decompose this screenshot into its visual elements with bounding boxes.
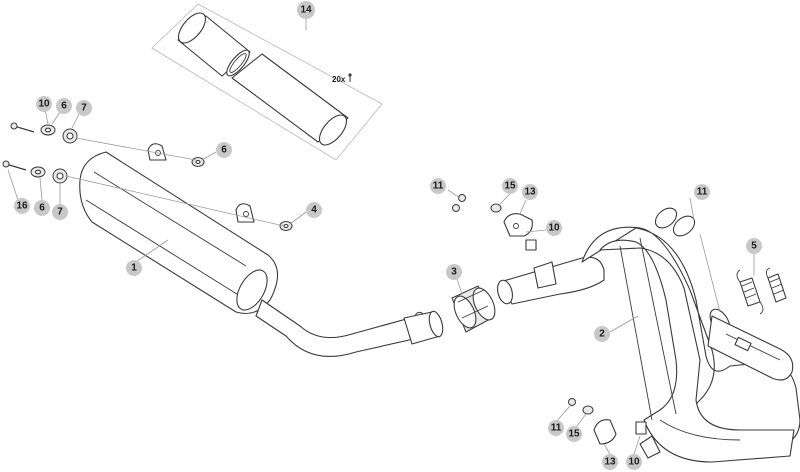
- hardware-middle: [452, 194, 533, 237]
- muffler: [79, 143, 279, 315]
- washer-6-muffler: [191, 157, 205, 167]
- callout-13: 13: [522, 184, 538, 200]
- svg-text:7: 7: [57, 207, 63, 218]
- washer-6-lower: [30, 166, 46, 178]
- svg-text:10: 10: [628, 457, 640, 468]
- clip-nut-10-lower: [635, 421, 647, 435]
- muffler-mount-bracket-mid: [235, 203, 255, 223]
- svg-text:15: 15: [568, 429, 580, 440]
- callout-1: 1: [126, 260, 142, 276]
- svg-text:4: 4: [311, 205, 317, 216]
- svg-text:11: 11: [433, 181, 444, 192]
- bolt-11-lower: [568, 398, 576, 406]
- svg-text:10: 10: [38, 99, 50, 110]
- svg-text:5: 5: [751, 241, 757, 252]
- callout-9: 10: [36, 96, 52, 112]
- callout-6: 6: [216, 142, 232, 158]
- callout-14: 14: [297, 1, 315, 19]
- svg-text:1: 1: [131, 263, 137, 274]
- grommet-7-upper: [62, 128, 78, 144]
- callout-10: 10: [626, 454, 642, 470]
- packing-ring: [226, 49, 250, 77]
- svg-text:11: 11: [551, 423, 562, 434]
- washer-4: [279, 221, 293, 231]
- svg-text:3: 3: [451, 267, 457, 278]
- packing-kit-group: 20x: [151, 3, 383, 161]
- callout-11: 11: [430, 178, 446, 194]
- bracket-13-upper: [503, 213, 533, 237]
- callout-5: 5: [746, 238, 762, 254]
- svg-text:13: 13: [524, 187, 536, 198]
- grommet-7-lower: [52, 168, 68, 184]
- packing-roll-right: [231, 53, 349, 146]
- washer-15-upper: [490, 203, 502, 213]
- svg-text:14: 14: [300, 5, 312, 16]
- expansion-chamber: [581, 226, 800, 463]
- callout-16: 16: [14, 198, 30, 214]
- chamber-bracket-lower: [639, 435, 661, 459]
- svg-text:16: 16: [16, 201, 28, 212]
- kit-quantity-label: 20x: [332, 75, 346, 84]
- callout-11: 11: [548, 420, 564, 436]
- svg-text:10: 10: [548, 223, 560, 234]
- svg-text:13: 13: [604, 457, 616, 468]
- hardware-lower: [568, 398, 647, 445]
- callout-7: 7: [76, 100, 92, 116]
- coupling-sleeve: [451, 285, 496, 333]
- svg-text:6: 6: [221, 145, 227, 156]
- svg-text:11: 11: [697, 187, 708, 198]
- bolt-9: [10, 122, 35, 133]
- packing-kit-frame: [151, 3, 383, 161]
- leader-lines: [7, 18, 755, 455]
- callout-7: 7: [52, 204, 68, 220]
- callout-10: 10: [546, 220, 562, 236]
- rivet-icon: [348, 73, 352, 82]
- callout-15: 15: [566, 426, 582, 442]
- callout-12: 11: [694, 184, 710, 200]
- svg-text:6: 6: [39, 203, 45, 214]
- svg-text:6: 6: [61, 101, 67, 112]
- callout-15: 15: [502, 178, 518, 194]
- callout-13: 13: [602, 454, 618, 470]
- connector-bracket: [533, 261, 557, 289]
- callout-3: 3: [446, 264, 462, 280]
- callout-2: 2: [594, 326, 610, 342]
- header-connector-pipe: [497, 239, 605, 305]
- washer-15-lower: [582, 405, 594, 415]
- bolt-16: [2, 160, 27, 171]
- callout-6: 6: [56, 98, 72, 114]
- springs: [736, 267, 787, 315]
- hardware-upper-left: [2, 122, 293, 231]
- bolt-11-upper: [452, 194, 466, 212]
- svg-text:15: 15: [504, 181, 516, 192]
- callout-4: 4: [306, 202, 322, 218]
- header-flange: [707, 315, 794, 381]
- svg-text:7: 7: [81, 103, 87, 114]
- muffler-mount-bracket-top: [147, 143, 167, 161]
- svg-text:2: 2: [599, 329, 605, 340]
- washer-6-upper: [40, 124, 56, 136]
- clip-nut-10: [525, 239, 537, 251]
- callout-6: 6: [34, 200, 50, 216]
- bracket-13-lower: [593, 419, 617, 445]
- link-pipe: [255, 299, 444, 357]
- o-rings: [654, 207, 696, 237]
